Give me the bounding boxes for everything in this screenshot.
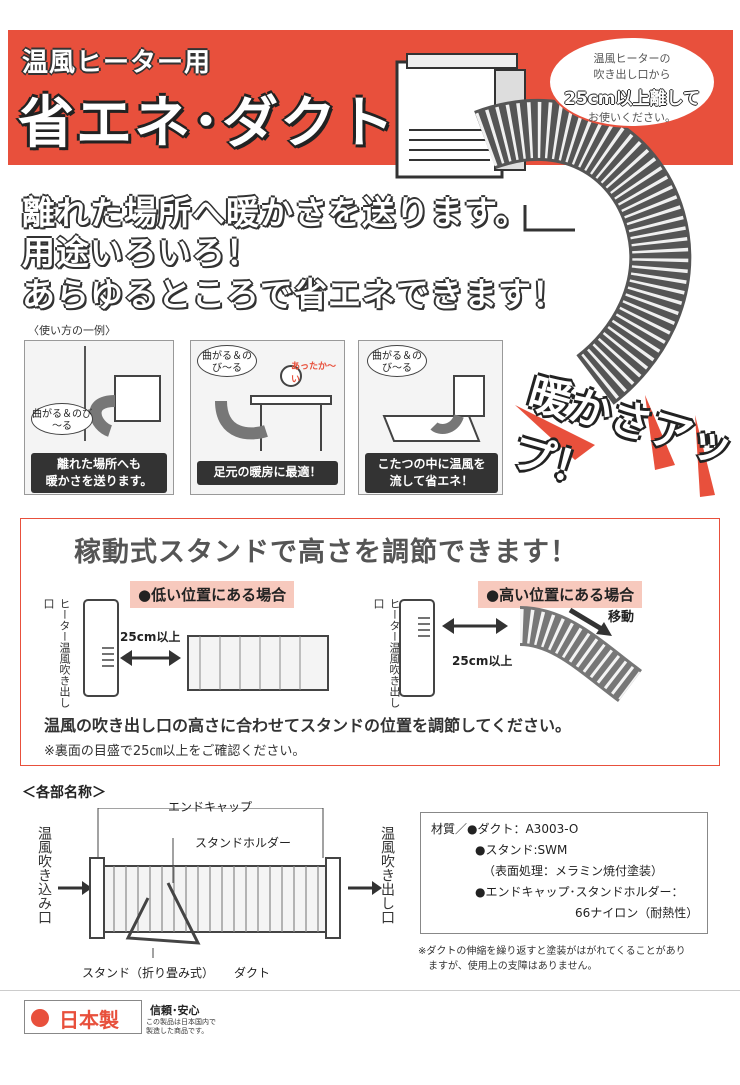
panel-3-caption-line2: 流して省エネ！ xyxy=(389,474,474,488)
low-position-diagram xyxy=(83,599,329,697)
stand-title: 稼動式スタンドで高さを調節できます！ xyxy=(74,537,578,568)
warm-air-arrows xyxy=(515,395,715,497)
high-position-diagram xyxy=(399,599,643,702)
materials-line4: ●エンドキャップ･スタンドホルダー： xyxy=(475,885,684,899)
materials-note-line2: ますが、使用上の支障はありません。 xyxy=(428,961,598,972)
materials-line1: 材質／●ダクト：A3003-O xyxy=(431,822,579,836)
end-cap-label: エンドキャップ xyxy=(168,800,253,814)
trust-label: 信頼･安心 xyxy=(150,1004,200,1017)
bubble-line4: お使いください。 xyxy=(588,111,676,124)
heater-label-low: ヒーター温風吹き出し口 xyxy=(42,598,71,708)
stand-label: スタンド（折り畳み式） xyxy=(82,966,215,980)
panel-3-illustration xyxy=(382,375,485,442)
bubble-line3: 25cm以上離して xyxy=(564,89,700,109)
made-description: この製品は日本国内で 製造した商品です。 xyxy=(146,1018,216,1036)
panel-2-bubble: あったか～い xyxy=(291,362,337,385)
distance-warning-bubble: 温風ヒーターの 吹き出し口から 25cm以上離して お使いください。 xyxy=(548,36,716,128)
made-in-japan-text: 日本製 xyxy=(59,1008,119,1032)
stand-holder-label: スタンドホルダー xyxy=(195,836,292,850)
materials-line3: （表面処理：メラミン焼付塗装） xyxy=(483,864,664,878)
materials-note-line1: ※ダクトの伸縮を繰り返すと塗装がはがれてくることがあり xyxy=(418,946,686,957)
header-subtitle: 温風ヒーター用 xyxy=(22,48,212,78)
inlet-label: 温風吹き込み口 xyxy=(36,826,52,924)
panel-2-tag: 曲がる＆のび～る xyxy=(197,345,257,377)
panel-1-tag: 曲がる＆のび～る xyxy=(31,403,93,435)
parts-diagram xyxy=(58,808,382,958)
made-in-japan-badge: 日本製 xyxy=(24,1000,142,1034)
outlet-label: 温風吹き出し口 xyxy=(379,826,395,924)
bubble-line2: 吹き出し口から xyxy=(593,68,671,81)
distance-low: 25cm以上 xyxy=(120,630,181,644)
usage-panel-1: 曲がる＆のび～る 離れた場所へも 暖かさを送ります。 xyxy=(24,340,174,495)
panel-1-caption-line2: 暖かさを送ります。 xyxy=(45,474,153,488)
usage-panel-2: 曲がる＆のび～る あったか～い 足元の暖房に最適！ xyxy=(190,340,345,495)
bubble-line1: 温風ヒーターの xyxy=(593,52,671,65)
headline-2: 用途いろいろ！ xyxy=(22,233,260,272)
materials-box: 材質／●ダクト：A3003-O ●スタンド:SWM （表面処理：メラミン焼付塗装… xyxy=(420,812,708,934)
stand-section xyxy=(20,518,720,766)
panel-3-caption: こたつの中に温風を 流して省エネ！ xyxy=(365,453,498,493)
duct-label: ダクト xyxy=(234,966,271,980)
stand-note: ※裏面の目盛で25㎝以上をご確認ください。 xyxy=(44,744,306,759)
materials-line5: 66ナイロン（耐熱性） xyxy=(575,906,699,920)
move-label: 移動 xyxy=(608,610,635,625)
materials-note: ※ダクトの伸縮を繰り返すと塗装がはがれてくることがあり ますが、使用上の支障はあ… xyxy=(418,944,686,974)
high-position-label: ●高い位置にある場合 xyxy=(478,581,643,608)
header-title: 省エネ･ダクト xyxy=(18,91,396,156)
headline-3: あらゆるところで省エネできます！ xyxy=(22,275,566,314)
materials-line2: ●スタンド:SWM xyxy=(475,843,568,857)
distance-high: 25cm以上 xyxy=(452,654,513,668)
panel-3-caption-line1: こたつの中に温風を xyxy=(377,457,486,471)
stand-instruction: 温風の吹き出し口の高さに合わせてスタンドの位置を調節してください。 xyxy=(44,716,572,735)
made-description-line2: 製造した商品です。 xyxy=(146,1027,209,1035)
panel-3-tag: 曲がる＆のび～る xyxy=(367,345,427,377)
panel-1-illustration xyxy=(84,346,161,441)
panel-2-caption: 足元の暖房に最適！ xyxy=(197,461,338,485)
panel-2-illustration xyxy=(215,365,332,451)
parts-label: ＜各部名称＞ xyxy=(22,785,106,801)
japan-flag-icon xyxy=(31,1009,49,1027)
panel-1-caption: 離れた場所へも 暖かさを送ります。 xyxy=(31,453,167,493)
usage-label: 〈使い方の一例〉 xyxy=(28,324,116,337)
usage-panel-3: 曲がる＆のび～る こたつの中に温風を 流して省エネ！ xyxy=(358,340,503,495)
headline-1: 離れた場所へ暖かさを送ります。 xyxy=(22,193,529,232)
footer-divider xyxy=(0,990,740,991)
heater-label-high: ヒーター温風吹き出し口 xyxy=(372,598,401,708)
panel-1-caption-line1: 離れた場所へも xyxy=(56,457,141,471)
made-description-line1: この製品は日本国内で xyxy=(146,1018,216,1026)
heater-duct-illustration xyxy=(395,53,692,405)
low-position-label: ●低い位置にある場合 xyxy=(130,581,295,608)
